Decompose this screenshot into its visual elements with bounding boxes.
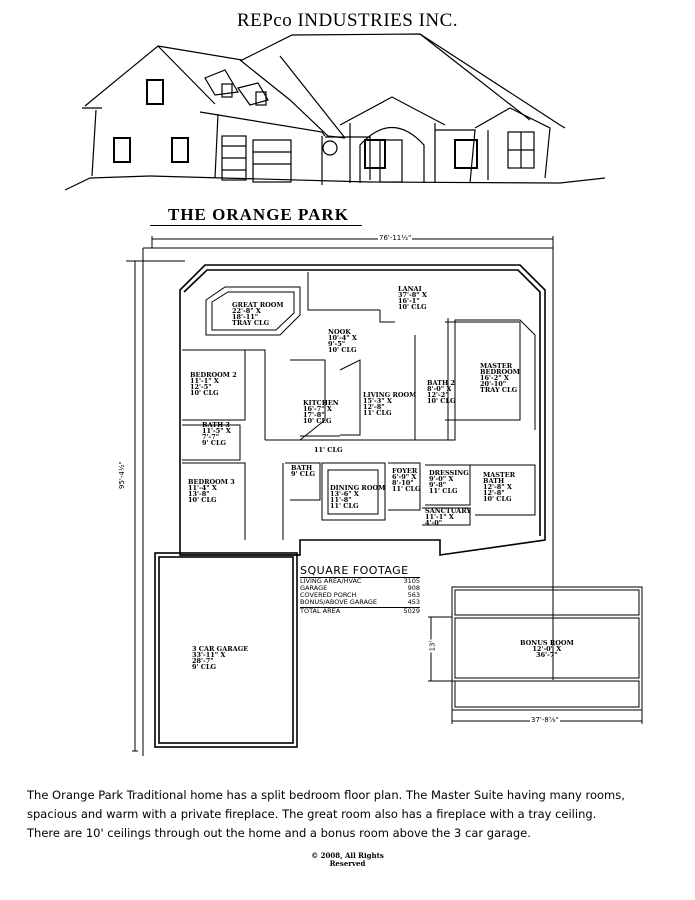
square-footage-title: SQUARE FOOTAGE [300,564,420,578]
room-label-kitchen: KITCHEN 16'-7" X 17'-8" 10' CLG [303,399,339,425]
room-label-bath-3: BATH 3 11'-5" X 7'-7" 9' CLG [202,421,231,447]
room-label-bedroom-2: BEDROOM 2 11'-1" X 12'-5" 10' CLG [190,371,237,397]
room-label-bath: BATH 9' CLG [291,464,316,478]
elevation-windows [113,79,478,169]
overall-width-dimension: 76'-11½" [378,234,413,242]
room-label-living-room: LIVING ROOM 15'-3" X 12'-8" 11' CLG [363,391,417,417]
room-label-3-car-garage: 3 CAR GARAGE 33'-11" X 28'-7" 9' CLG [192,645,249,671]
room-label-dining-room: DINING ROOM 13'-6" X 11'-8" 11' CLG [330,484,386,510]
room-label-foyer: FOYER 6'-9" X 8'-10" 11' CLG [392,467,421,493]
room-label-bonus-room: BONUS ROOM 12'-0" X 36'-7" [520,639,574,659]
company-name: REPco INDUSTRIES INC. [236,10,459,31]
copyright-notice: © 2008, All Rights Reserved [311,851,384,868]
bonus-room-depth-dimension: 13' [428,639,437,653]
room-label-master-bedroom: MASTER BEDROOM 16'-2" X 20'-10" TRAY CLG [480,362,521,394]
hallway-ceiling-label: 11' CLG [314,446,343,454]
bonus-room-width-dimension: 37'-8⅞" [530,716,560,724]
description-line: spacious and warm with a private firepla… [27,807,597,821]
plan-title-underline [150,225,362,226]
room-label-bath-2: BATH 2 8'-0" X 12'-2" 10' CLG [427,379,456,405]
elevation-lines [64,33,606,191]
room-label-dressing: DRESSING 9'-0" X 9'-8" 11' CLG [429,469,469,495]
description-line: There are 10' ceilings through out the h… [27,826,531,840]
plan-description: The Orange Park Traditional home has a s… [27,786,677,843]
room-label-great-room: GREAT ROOM 22'-8" X 18'-11" TRAY CLG [232,301,284,327]
room-label-bedroom-3: BEDROOM 3 11'-4" X 13'-8" 10' CLG [188,478,235,504]
description-line: The Orange Park Traditional home has a s… [27,788,625,802]
room-label-nook: NOOK 10'-4" X 9'-5" 10' CLG [328,328,357,354]
plan-title: THE ORANGE PARK [168,205,349,224]
room-label-lanai: LANAI 37'-8" X 16'-1" 10' CLG [398,285,427,311]
room-label-sanctuary: SANCTUARY 11'-1" X 4'-0" [425,507,472,527]
overall-depth-dimension: 95'-4½" [118,460,126,490]
room-label-master-bath: MASTER BATH 12'-8" X 12'-8" 10' CLG [483,471,516,503]
